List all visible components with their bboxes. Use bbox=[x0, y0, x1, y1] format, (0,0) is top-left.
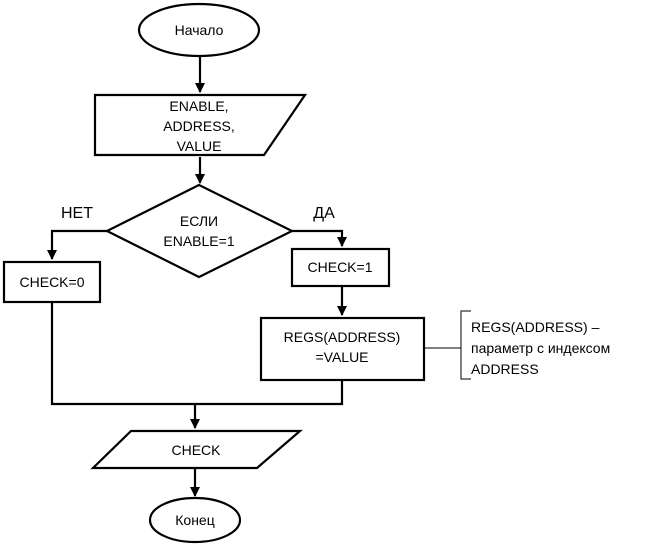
decision-line-1: ЕСЛИ bbox=[180, 213, 218, 229]
end-node: Конец bbox=[148, 496, 242, 544]
no-branch-label: НЕТ bbox=[61, 205, 93, 222]
output-node: CHECK bbox=[90, 429, 303, 470]
regs-line-1: REGS(ADDRESS) bbox=[284, 329, 401, 345]
arrow-no-branch bbox=[47, 229, 107, 260]
comment-bracket bbox=[460, 310, 471, 380]
comment-line-3: ADDRESS bbox=[471, 361, 539, 377]
line-no-merge bbox=[50, 303, 195, 406]
start-node: Начало bbox=[137, 2, 261, 58]
comment-line-1: REGS(ADDRESS) – bbox=[471, 319, 600, 335]
regs-assign-node: REGS(ADDRESS) =VALUE bbox=[259, 316, 426, 382]
line-yes-merge bbox=[195, 380, 344, 406]
start-ellipse bbox=[137, 2, 261, 58]
input-line-2: ADDRESS, bbox=[163, 118, 235, 134]
end-ellipse bbox=[148, 496, 242, 544]
start-label: Начало bbox=[175, 22, 224, 38]
comment-annotation: REGS(ADDRESS) – параметр с индексом ADDR… bbox=[471, 319, 610, 377]
yes-branch-label: ДА bbox=[313, 205, 335, 222]
output-label: CHECK bbox=[171, 442, 221, 458]
decision-line-2: ENABLE=1 bbox=[163, 233, 234, 249]
regs-line-2: =VALUE bbox=[315, 349, 368, 365]
connectors bbox=[47, 56, 471, 497]
decision-node: ЕСЛИ ENABLE=1 НЕТ ДА bbox=[61, 183, 335, 279]
check-zero-label: CHECK=0 bbox=[20, 274, 85, 290]
output-parallelogram bbox=[90, 429, 303, 470]
input-parallelogram bbox=[93, 93, 308, 157]
check-one-box bbox=[290, 247, 391, 288]
input-line-3: VALUE bbox=[177, 138, 222, 154]
check-one-label: CHECK=1 bbox=[308, 259, 373, 275]
end-label: Конец bbox=[175, 512, 214, 528]
decision-diamond bbox=[104, 183, 295, 279]
check-one-node: CHECK=1 bbox=[290, 247, 391, 288]
check-zero-box bbox=[2, 260, 102, 304]
input-line-1: ENABLE, bbox=[169, 98, 228, 114]
regs-assign-box bbox=[259, 316, 426, 382]
input-node: ENABLE, ADDRESS, VALUE bbox=[93, 93, 308, 157]
comment-line-2: параметр с индексом bbox=[471, 340, 610, 356]
check-zero-node: CHECK=0 bbox=[2, 260, 102, 304]
arrow-yes-branch bbox=[292, 229, 347, 247]
